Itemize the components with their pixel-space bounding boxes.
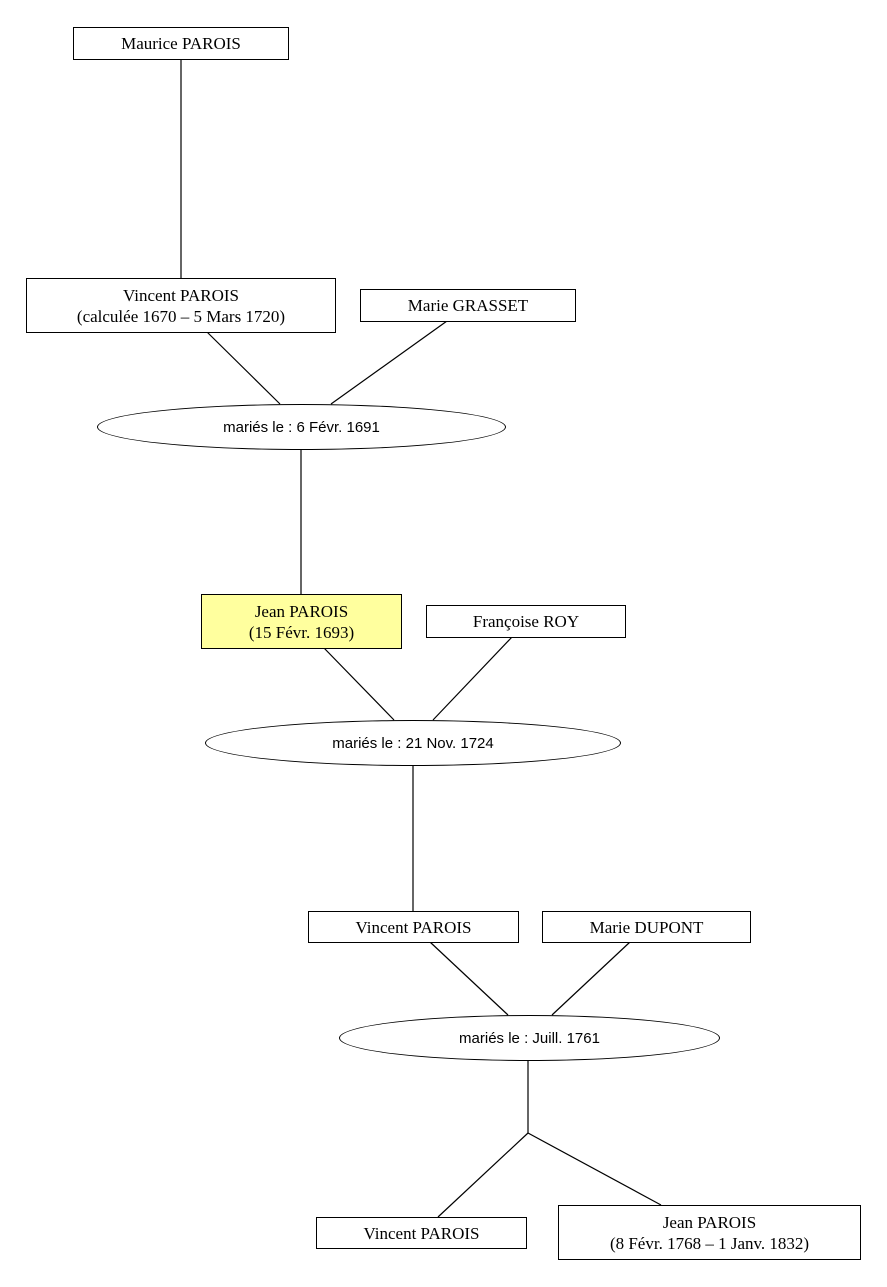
marriage-ellipse-1: mariés le : 6 Févr. 1691 <box>97 404 506 450</box>
connector-francoise-roy-marriage2 <box>432 636 513 721</box>
person-name: Françoise ROY <box>472 612 580 631</box>
person-name: Vincent PAROIS <box>355 917 472 937</box>
person-name: Jean PAROIS <box>662 1212 757 1232</box>
person-box-marie-dupont: Marie DUPONT <box>542 911 751 943</box>
person-box-vincent-parois-2: Vincent PAROIS <box>308 911 519 943</box>
connector-branch-jean2 <box>527 1132 662 1206</box>
person-box-marie-grasset: Marie GRASSET <box>360 289 576 322</box>
person-name: Jean PAROIS <box>254 601 349 621</box>
marriage-date: mariés le : Juill. 1761 <box>459 1029 600 1047</box>
person-name: Marie GRASSET <box>407 296 529 315</box>
person-box-francoise-roy: Françoise ROY <box>426 605 626 638</box>
connector-marie-dupont-marriage3 <box>551 941 631 1016</box>
connector-vincent1-marriage1 <box>206 331 281 405</box>
connector-marie-grasset-marriage1 <box>330 320 448 405</box>
person-box-vincent-parois-1: Vincent PAROIS (calculée 1670 – 5 Mars 1… <box>26 278 336 333</box>
person-box-jean-parois-2: Jean PAROIS (8 Févr. 1768 – 1 Janv. 1832… <box>558 1205 861 1260</box>
marriage-ellipse-2: mariés le : 21 Nov. 1724 <box>205 720 621 766</box>
connector-vincent2-marriage3 <box>429 941 509 1016</box>
person-name: Vincent PAROIS <box>363 1223 480 1243</box>
person-box-jean-parois-1: Jean PAROIS (15 Févr. 1693) <box>201 594 402 649</box>
marriage-date: mariés le : 21 Nov. 1724 <box>332 734 494 752</box>
connector-branch-vincent3 <box>437 1132 529 1218</box>
person-box-maurice-parois: Maurice PAROIS <box>73 27 289 60</box>
person-dates: (calculée 1670 – 5 Mars 1720) <box>76 306 286 326</box>
person-dates: (15 Févr. 1693) <box>248 622 355 642</box>
marriage-date: mariés le : 6 Févr. 1691 <box>223 418 380 436</box>
person-name: Vincent PAROIS <box>123 285 239 305</box>
connector-jean1-marriage2 <box>323 647 395 721</box>
marriage-ellipse-3: mariés le : Juill. 1761 <box>339 1015 720 1061</box>
person-dates: (8 Févr. 1768 – 1 Janv. 1832) <box>609 1233 810 1253</box>
person-name: Maurice PAROIS <box>121 34 241 53</box>
person-box-vincent-parois-3: Vincent PAROIS <box>316 1217 527 1249</box>
person-name: Marie DUPONT <box>589 917 704 937</box>
